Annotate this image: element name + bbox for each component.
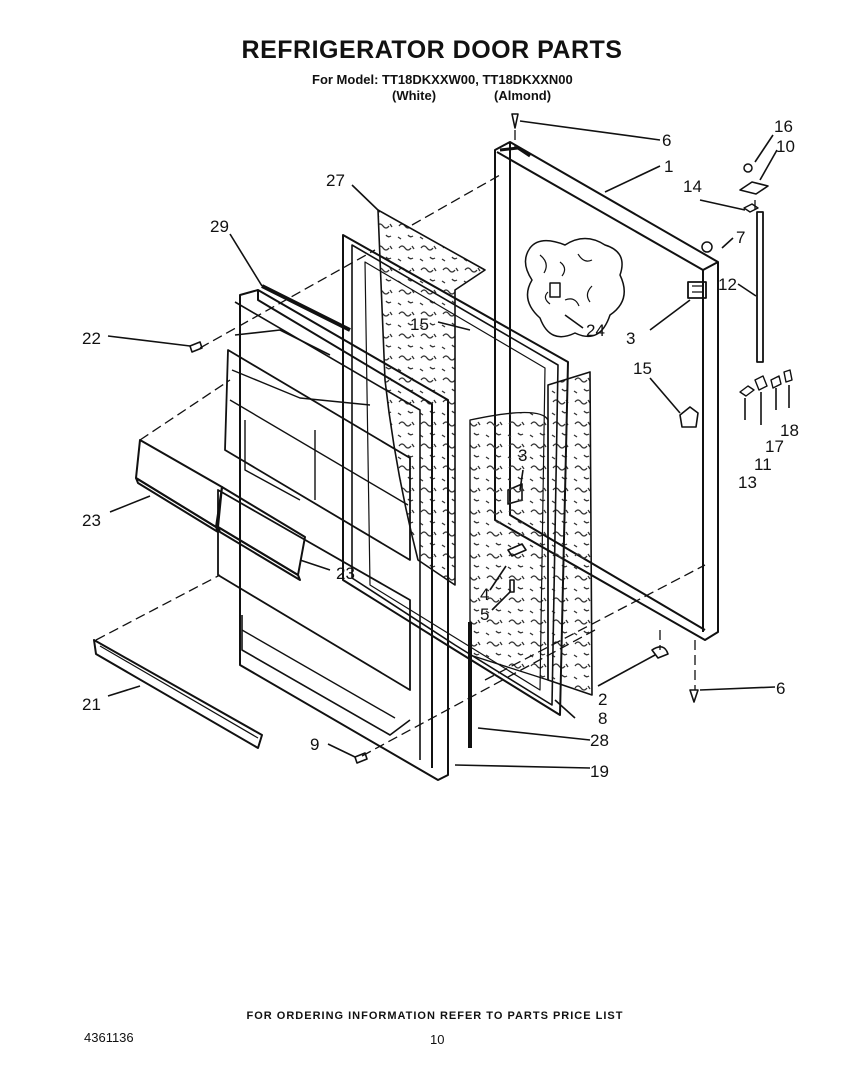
callout-23-right: 23 [336,564,355,583]
callout-4: 4 [480,585,489,604]
callout-7: 7 [736,228,745,247]
callout-21: 21 [82,695,101,714]
callout-18: 18 [780,421,799,440]
callout-17: 17 [765,437,784,456]
callout-9: 9 [310,735,319,754]
callout-6-top: 6 [662,131,671,150]
leader-lines [107,120,790,769]
callout-10: 10 [776,137,795,156]
callout-2: 2 [598,690,607,709]
color-almond-label: (Almond) [494,88,552,103]
color-white-label: (White) [392,88,437,103]
page-number: 10 [430,1032,445,1047]
trim-strip [261,284,351,332]
alignment-lines [95,130,756,757]
diagram-title: REFRIGERATOR DOOR PARTS [241,36,623,64]
screws [189,113,699,764]
door-shelf-upper [135,439,223,533]
callout-22: 22 [82,329,101,348]
ordering-note: FOR ORDERING INFORMATION REFER TO PARTS … [246,1010,624,1022]
callout-23-left: 23 [82,511,101,530]
callout-27: 27 [326,171,345,190]
callout-15-right: 15 [633,359,652,378]
callout-6-bottom: 6 [776,679,785,698]
callout-15-left: 15 [410,315,429,334]
callout-3-upper: 3 [626,329,635,348]
callout-19: 19 [590,762,609,781]
callout-29: 29 [210,217,229,236]
callout-3-lower: 3 [518,446,527,465]
callout-labels: 6 1 16 10 14 7 12 3 24 15 13 11 17 18 27… [82,117,799,781]
hinge-assembly [701,163,793,397]
callout-5: 5 [480,605,489,624]
document-number: 4361136 [84,1030,134,1045]
model-numbers: For Model: TT18DKXXW00, TT18DKXXN00 [312,72,573,87]
shelf-retainer-bar [93,639,263,749]
callout-28: 28 [590,731,609,750]
callout-8: 8 [598,709,607,728]
callout-13: 13 [738,473,757,492]
callout-11: 11 [754,455,772,474]
callout-24: 24 [586,321,605,340]
foam-insulation [377,209,593,696]
door-shelf-lower [217,486,306,581]
callout-16: 16 [774,117,793,136]
inner-door-liner [217,289,449,781]
callout-1: 1 [664,157,673,176]
callout-14: 14 [683,177,702,196]
door-gasket [342,234,569,716]
callout-12: 12 [718,275,737,294]
